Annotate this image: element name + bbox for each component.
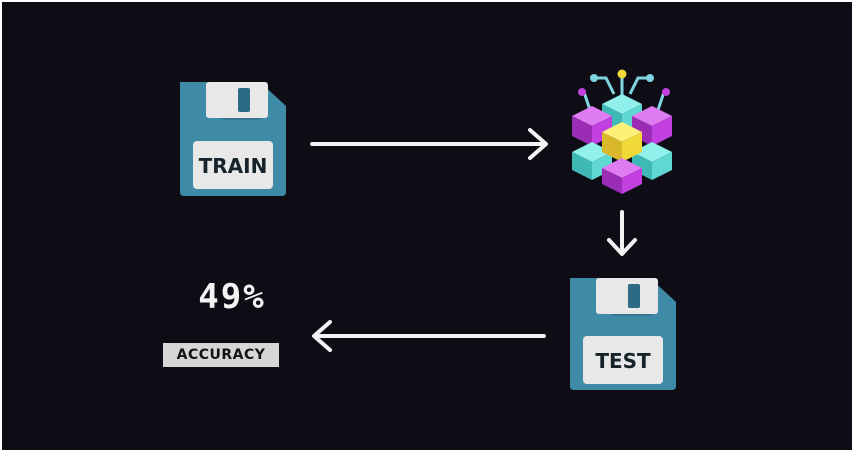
accuracy-value: 49% [198,277,266,317]
arrow-test-to-accuracy [312,320,546,352]
train-disk-icon: TRAIN [180,82,286,196]
arrow-train-to-model [310,128,548,160]
arrow-model-to-test [607,210,637,256]
model-cubes-icon [572,69,672,194]
train-disk-label: TRAIN [199,154,268,178]
accuracy-label: ACCURACY [163,343,279,367]
test-disk-icon: TEST [570,278,676,390]
test-disk-label: TEST [595,349,651,373]
